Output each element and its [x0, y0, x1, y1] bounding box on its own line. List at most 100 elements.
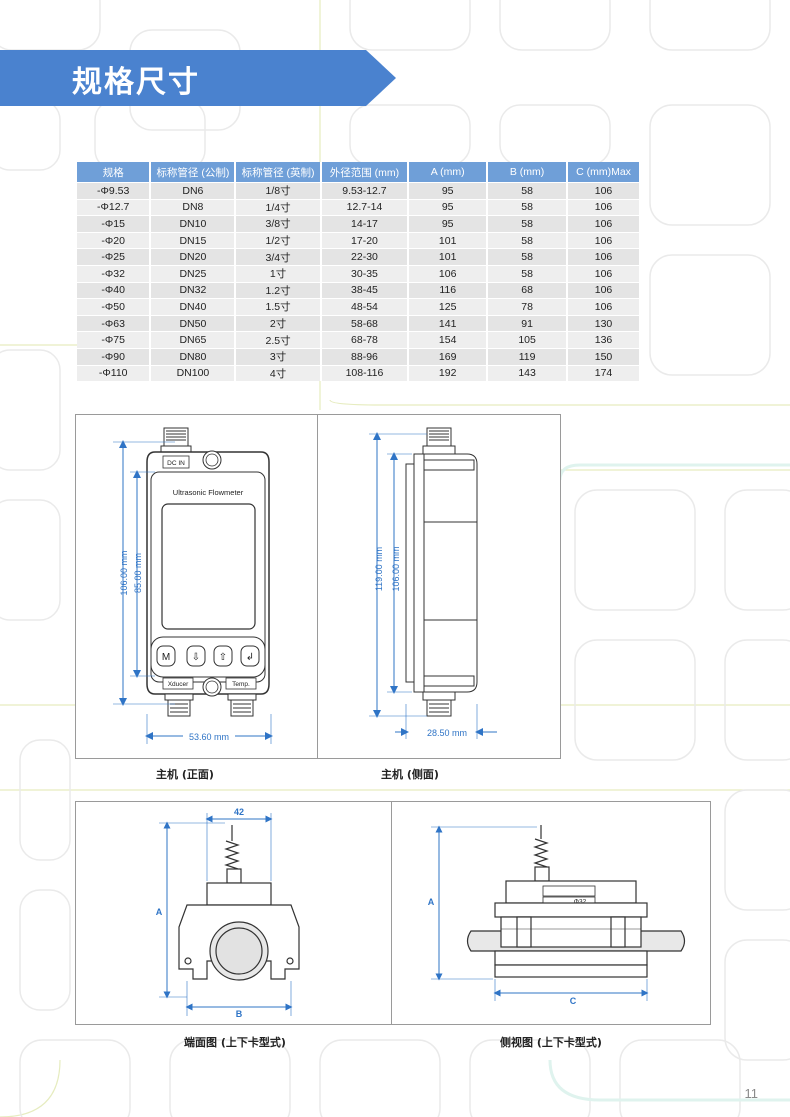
- col-header: C (mm)Max: [567, 162, 641, 183]
- dim-a-clamp: A: [428, 897, 435, 907]
- table-cell: 101: [408, 248, 489, 266]
- table-cell: -Φ110: [77, 364, 152, 382]
- table-cell: 105: [487, 331, 569, 349]
- temp-label: Temp.: [232, 681, 250, 688]
- clamp-side-view-caption: 侧视图 (上下卡型式): [500, 1036, 602, 1049]
- clamp-side-view-drawing: Φ32 A C: [428, 825, 686, 1006]
- table-cell: 95: [408, 215, 489, 233]
- table-cell: 106: [567, 182, 641, 200]
- table-cell: DN80: [150, 347, 237, 366]
- table-cell: 68-78: [320, 331, 410, 349]
- table-cell: 106: [567, 281, 641, 299]
- table-cell: 116: [408, 281, 489, 299]
- table-cell: 58: [487, 248, 569, 266]
- table-cell: 106: [567, 264, 641, 283]
- table-cell: 58: [487, 231, 569, 249]
- dim-42-end: 42: [234, 807, 244, 817]
- table-cell: -Φ90: [77, 347, 152, 366]
- page-number: 11: [744, 1086, 759, 1101]
- table-cell: 58: [487, 182, 569, 200]
- table-cell: -Φ12.7: [77, 198, 152, 216]
- dim-106-side: 106.00 mm: [391, 546, 401, 591]
- table-cell: 106: [567, 198, 641, 216]
- table-cell: 192: [408, 364, 489, 382]
- table-cell: 3/8寸: [235, 215, 322, 233]
- table-cell: 130: [567, 314, 641, 332]
- table-cell: 68: [487, 281, 569, 299]
- end-view-drawing: 42 A B: [156, 807, 300, 1019]
- side-view-caption: 主机 (侧面): [381, 768, 439, 781]
- table-cell: -Φ50: [77, 298, 152, 316]
- front-view-drawing: DC IN Ultrasonic Flowmeter M ⇩ ⇧ ↲ Xduce…: [113, 427, 273, 744]
- table-cell: -Φ40: [77, 281, 152, 299]
- pipe-size-label: Φ32: [574, 899, 587, 906]
- table-cell: 14-17: [320, 215, 410, 233]
- table-cell: 95: [408, 198, 489, 216]
- table-cell: -Φ63: [77, 314, 152, 332]
- table-cell: 78: [487, 298, 569, 316]
- table-cell: 150: [567, 347, 641, 366]
- table-cell: DN25: [150, 264, 237, 283]
- table-cell: DN65: [150, 331, 237, 349]
- table-cell: 174: [567, 364, 641, 382]
- table-cell: -Φ9.53: [77, 182, 152, 200]
- table-cell: -Φ25: [77, 248, 152, 266]
- table-cell: 1.5寸: [235, 298, 322, 316]
- table-cell: DN20: [150, 248, 237, 266]
- table-cell: 1/2寸: [235, 231, 322, 249]
- table-cell: DN100: [150, 364, 237, 382]
- table-cell: 58-68: [320, 314, 410, 332]
- table-cell: 108-116: [320, 364, 410, 382]
- table-cell: 58: [487, 264, 569, 283]
- dim-85-front: 85.00 mm: [133, 553, 143, 593]
- table-cell: 136: [567, 331, 641, 349]
- table-cell: DN15: [150, 231, 237, 249]
- dim-c-clamp: C: [570, 996, 577, 1006]
- table-cell: 3寸: [235, 347, 322, 366]
- table-cell: 1/4寸: [235, 198, 322, 216]
- dim-53-front: 53.60 mm: [189, 732, 229, 742]
- table-cell: 9.53-12.7: [320, 182, 410, 200]
- display-screen: [161, 503, 256, 630]
- table-cell: 106: [567, 231, 641, 249]
- col-header: B (mm): [487, 162, 569, 183]
- table-cell: DN6: [150, 182, 237, 200]
- table-cell: 106: [567, 298, 641, 316]
- table-cell: 22-30: [320, 248, 410, 266]
- table-cell: DN8: [150, 198, 237, 216]
- table-cell: 101: [408, 231, 489, 249]
- table-cell: 169: [408, 347, 489, 366]
- side-view-drawing: 119.00 mm 106.00 mm 28.50 mm: [369, 427, 497, 739]
- table-cell: -Φ20: [77, 231, 152, 249]
- spec-table: 规格 标称管径 (公制) 标称管径 (英制) 外径范围 (mm) A (mm) …: [77, 162, 641, 382]
- xducer-label: Xducer: [168, 681, 189, 688]
- table-cell: 30-35: [320, 264, 410, 283]
- table-cell: 125: [408, 298, 489, 316]
- table-cell: 58: [487, 198, 569, 216]
- table-cell: DN40: [150, 298, 237, 316]
- col-header: 标称管径 (英制): [235, 162, 322, 183]
- device-label: Ultrasonic Flowmeter: [173, 488, 244, 497]
- dc-in-label: DC IN: [167, 460, 185, 467]
- table-cell: 1/8寸: [235, 182, 322, 200]
- table-cell: 95: [408, 182, 489, 200]
- key-down: ⇩: [192, 652, 200, 663]
- key-up: ⇧: [219, 652, 227, 663]
- table-cell: 48-54: [320, 298, 410, 316]
- table-cell: 119: [487, 347, 569, 366]
- table-header-row: 规格 标称管径 (公制) 标称管径 (英制) 外径范围 (mm) A (mm) …: [77, 162, 641, 183]
- col-header: 标称管径 (公制): [150, 162, 237, 183]
- page-title: 规格尺寸: [72, 65, 200, 100]
- table-cell: DN50: [150, 314, 237, 332]
- dim-b-end: B: [236, 1009, 243, 1019]
